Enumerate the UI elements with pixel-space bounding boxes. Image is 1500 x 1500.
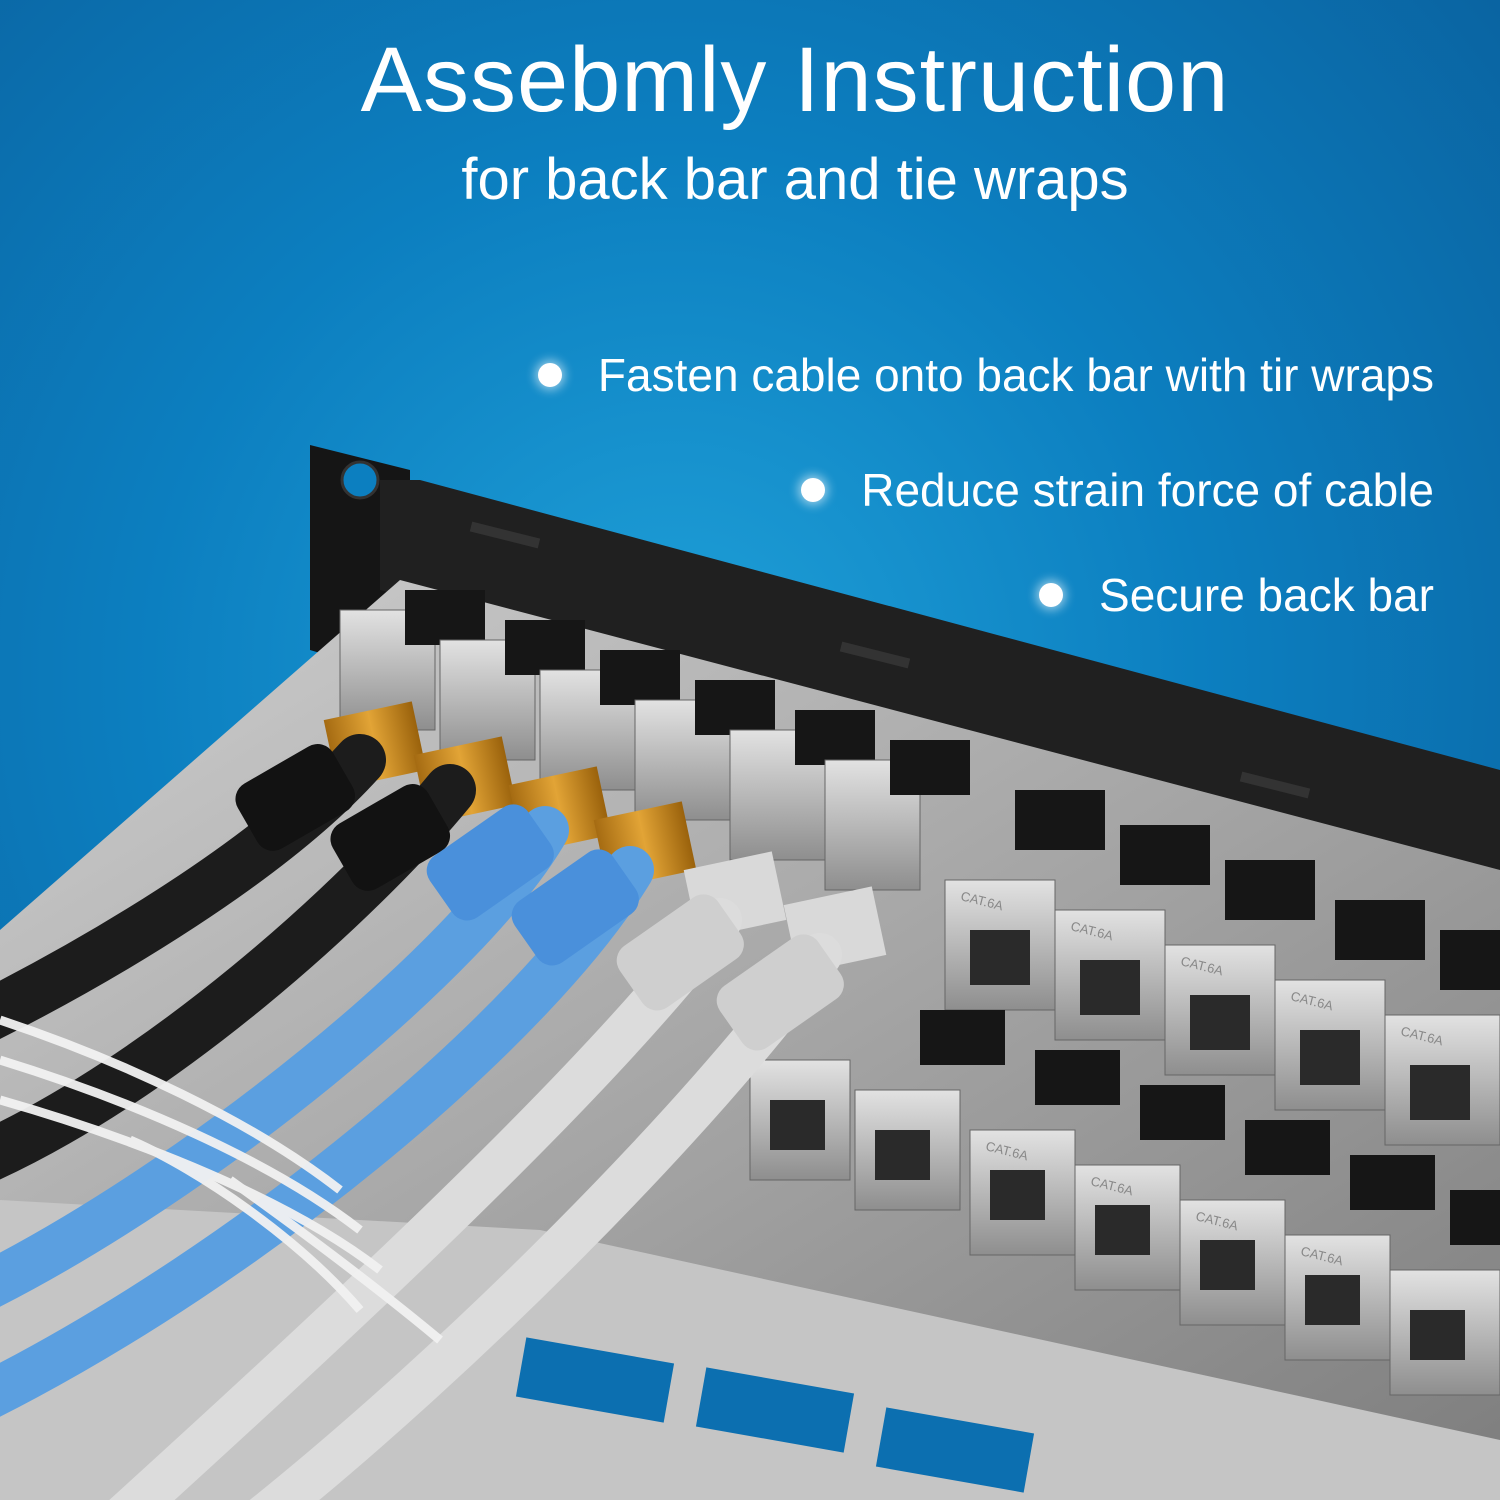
bullet-text: Fasten cable onto back bar with tir wrap…	[597, 349, 1434, 401]
rail-slot	[839, 641, 911, 669]
tie-wraps	[0, 1015, 443, 1344]
bullet-fasten-cable: Fasten cable onto back bar with tir wrap…	[537, 348, 1434, 402]
page-subtitle: for back bar and tie wraps	[461, 147, 1129, 212]
bullet-text: Reduce strain force of cable	[861, 464, 1434, 516]
black-boot	[235, 744, 356, 851]
bullet-dot-icon	[537, 363, 562, 387]
bar-slot	[695, 1367, 855, 1453]
blue-boot	[511, 849, 639, 966]
black-boot	[330, 784, 451, 891]
blue-boot	[426, 804, 554, 921]
mounting-hole	[340, 460, 380, 500]
panel-top-rail	[380, 480, 1500, 880]
bar-slot	[515, 1337, 675, 1423]
grey-boot	[616, 894, 744, 1011]
bullet-reduce-strain: Reduce strain force of cable	[801, 463, 1434, 517]
rail-slot	[1239, 771, 1311, 799]
rail-slot	[469, 521, 541, 549]
bullet-dot-icon	[1039, 583, 1064, 607]
lower-jack-row	[749, 1010, 1500, 1396]
bullet-dot-icon	[801, 478, 826, 502]
bar-slot	[875, 1407, 1035, 1493]
bullet-secure-back-bar: Secure back bar	[1039, 568, 1434, 622]
page-title: Assebmly Instruction	[360, 29, 1230, 131]
grey-boot	[716, 934, 844, 1051]
bullet-text: Secure back bar	[1099, 569, 1434, 621]
